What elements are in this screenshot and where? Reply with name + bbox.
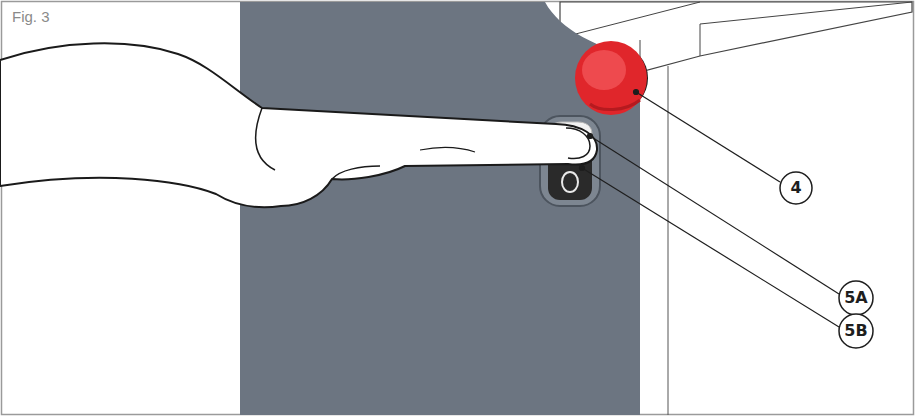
emergency-stop-button [575,41,648,115]
leader-lines [580,90,840,328]
callout-circles [780,172,873,348]
callout-number: 4 [790,180,801,196]
panel-edge-line [668,66,669,415]
figure-label: Fig. 3 [12,8,50,25]
callout-number: 5B [844,323,867,339]
hand [0,43,597,207]
callout-number: 5A [844,290,868,306]
